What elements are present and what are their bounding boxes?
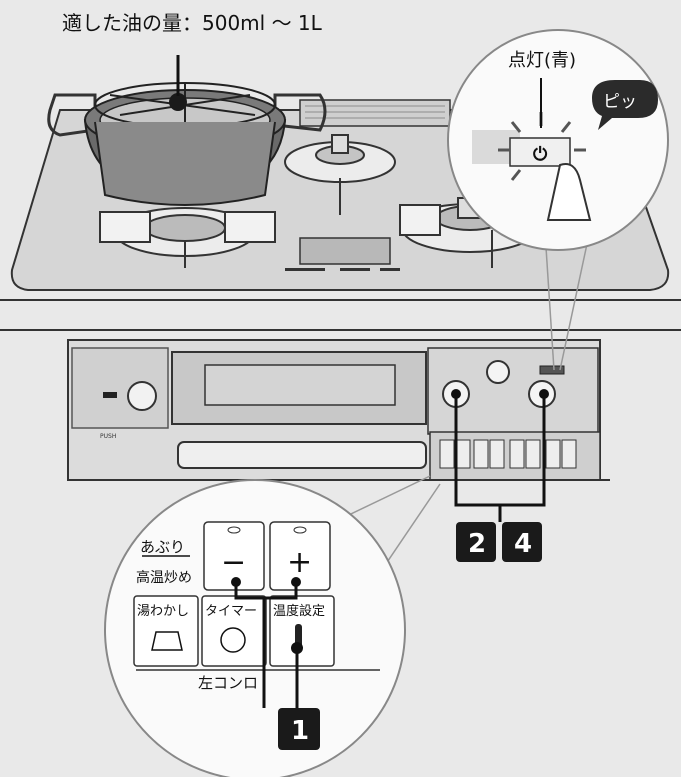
- callout-1: 1: [278, 708, 320, 750]
- svg-text:湯わかし: 湯わかし: [137, 604, 189, 619]
- svg-text:+: +: [287, 545, 312, 580]
- center-display: [300, 238, 390, 264]
- front-indicator-dots: [285, 268, 400, 271]
- left-burner-label: 左コンロ: [198, 674, 258, 692]
- stove-front-body: PUSH: [0, 330, 681, 480]
- svg-text:−: −: [221, 545, 246, 580]
- grill-knob[interactable]: [128, 382, 156, 410]
- center-burner-knob[interactable]: [487, 361, 509, 383]
- svg-text:1: 1: [291, 716, 309, 746]
- grill-push-label: PUSH: [100, 433, 116, 440]
- svg-text:4: 4: [514, 529, 532, 559]
- svg-text:温度設定: 温度設定: [273, 603, 325, 619]
- light-caption: 点灯(青): [508, 50, 576, 71]
- timer-button[interactable]: タイマー: [202, 596, 266, 666]
- grill-handle[interactable]: [178, 442, 426, 468]
- panel-partial-bottom-label: 高温炒め: [136, 569, 192, 586]
- svg-text:2: 2: [468, 529, 486, 559]
- power-icon: ⏻: [533, 144, 548, 165]
- top-caption: 適した油の量：500ml ～ 1L: [62, 11, 323, 35]
- callout-4: 4: [502, 522, 542, 562]
- light-zoom-circle: ⏻ 点灯(青) ピッ: [448, 30, 668, 250]
- panel-partial-top-label: あぶり: [140, 538, 185, 556]
- svg-text:タイマー: タイマー: [205, 604, 257, 619]
- fish-icon: [103, 392, 117, 398]
- yuwakashi-button[interactable]: 湯わかし: [134, 596, 198, 666]
- svg-text:ピッ: ピッ: [603, 92, 637, 112]
- temp-setting-button[interactable]: 温度設定: [270, 596, 334, 666]
- callout-2: 2: [456, 522, 496, 562]
- panel-zoom-circle: あぶり 高温炒め − + 湯わかし タイマー 温度設定 左コンロ: [105, 480, 405, 777]
